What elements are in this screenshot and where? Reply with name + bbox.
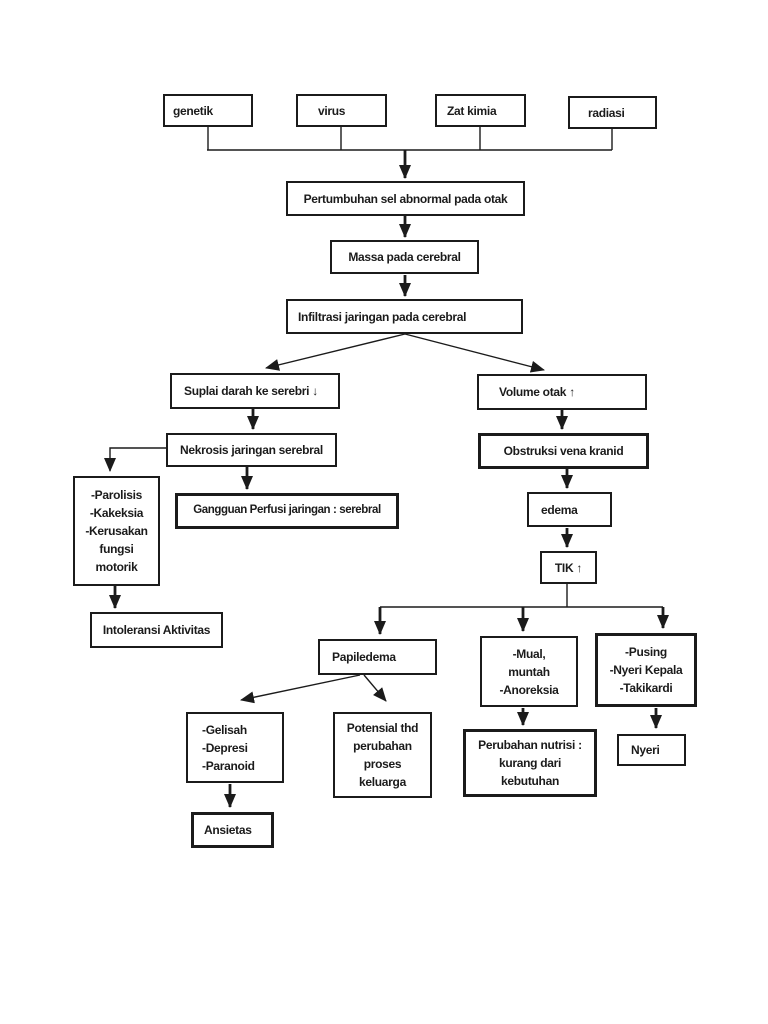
node-pusing-nyeri-kepala: -Pusing -Nyeri Kepala -Takikardi bbox=[595, 633, 697, 707]
node-parolisis-kakeksia: -Parolisis -Kakeksia -Kerusakan fungsi m… bbox=[73, 476, 160, 586]
node-zat-kimia: Zat kimia bbox=[435, 94, 526, 127]
node-infiltrasi-jaringan: Infiltrasi jaringan pada cerebral bbox=[286, 299, 523, 334]
node-intoleransi-aktivitas: Intoleransi Aktivitas bbox=[90, 612, 223, 648]
node-perubahan-nutrisi: Perubahan nutrisi : kurang dari kebutuha… bbox=[463, 729, 597, 797]
node-volume-otak: Volume otak ↑ bbox=[477, 374, 647, 410]
node-ansietas: Ansietas bbox=[191, 812, 274, 848]
node-gangguan-perfusi: Gangguan Perfusi jaringan : serebral bbox=[175, 493, 399, 529]
node-nekrosis-jaringan: Nekrosis jaringan serebral bbox=[166, 433, 337, 467]
node-suplai-darah: Suplai darah ke serebri ↓ bbox=[170, 373, 340, 409]
node-edema: edema bbox=[527, 492, 612, 527]
node-pertumbuhan-sel-abnormal: Pertumbuhan sel abnormal pada otak bbox=[286, 181, 525, 216]
node-radiasi: radiasi bbox=[568, 96, 657, 129]
node-genetik: genetik bbox=[163, 94, 253, 127]
node-obstruksi-vena: Obstruksi vena kranid bbox=[478, 433, 649, 469]
node-papiledema: Papiledema bbox=[318, 639, 437, 675]
node-potensial-thd: Potensial thd perubahan proses keluarga bbox=[333, 712, 432, 798]
node-gelisah-depresi: -Gelisah -Depresi -Paranoid bbox=[186, 712, 284, 783]
node-massa-pada-cerebral: Massa pada cerebral bbox=[330, 240, 479, 274]
node-tik: TIK ↑ bbox=[540, 551, 597, 584]
node-virus: virus bbox=[296, 94, 387, 127]
node-nyeri: Nyeri bbox=[617, 734, 686, 766]
node-mual-muntah: -Mual, muntah -Anoreksia bbox=[480, 636, 578, 707]
